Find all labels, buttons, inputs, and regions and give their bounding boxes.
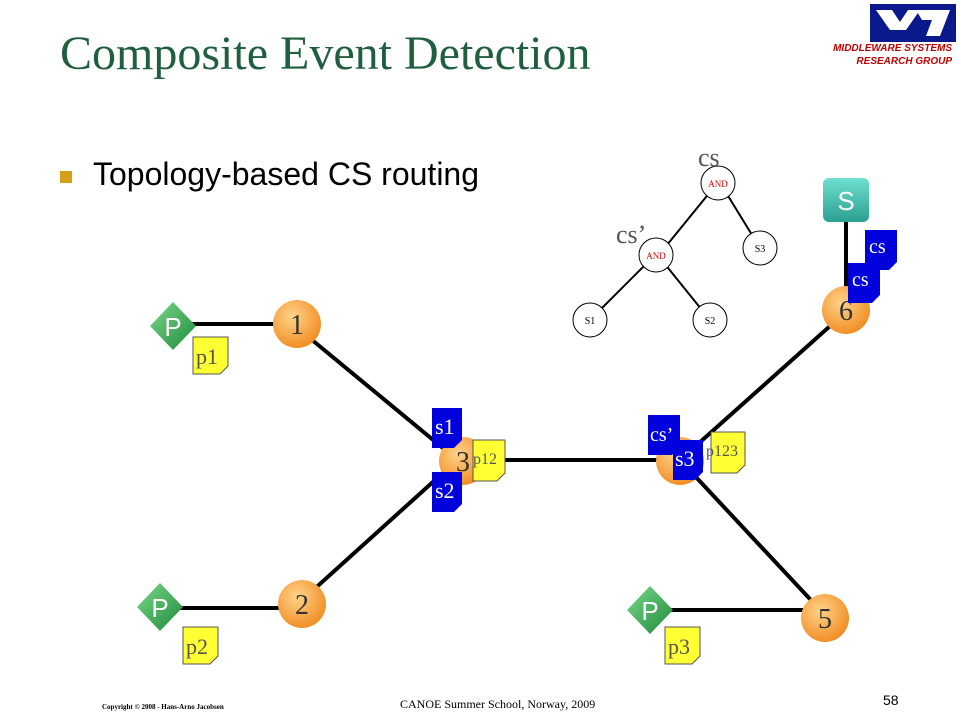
note-s1-label: s1 — [435, 414, 455, 439]
tree-leaf-s3 — [742, 230, 778, 266]
broker-node-1-label: 1 — [290, 310, 304, 341]
network-links — [160, 200, 850, 615]
note-p123 — [710, 431, 746, 474]
subscriber: S — [823, 178, 869, 222]
note-cs-prime — [648, 415, 680, 455]
subscription-notes: s1 s2 cs’ s3 cs cs — [432, 230, 897, 512]
note-cs-prime-label: cs’ — [650, 424, 673, 446]
publisher-bottom-left-label: P — [151, 593, 168, 623]
publication-notes: p1 p2 p3 p12 p123 — [182, 336, 746, 665]
logo-caption: MIDDLEWARE SYSTEMS RESEARCH GROUP — [833, 42, 952, 68]
tree-sub-op: AND — [646, 251, 666, 261]
tree-sub-and-node — [638, 237, 674, 273]
page-number: 58 — [883, 692, 899, 708]
footer-copyright: Copyright © 2008 - Hans-Arno Jacobsen — [102, 703, 224, 711]
tree-root-label: cs — [698, 143, 720, 172]
note-p3-label: p3 — [668, 634, 690, 659]
note-cs-upper-label: cs — [869, 236, 886, 258]
logo-line-2: RESEARCH GROUP — [856, 56, 952, 67]
link-node4-node5 — [678, 458, 825, 615]
note-cs-upper — [865, 230, 897, 270]
note-p2 — [182, 626, 219, 665]
broker-node-5 — [801, 594, 849, 642]
note-cs-lower-label: cs — [852, 269, 869, 291]
tree-root-op: AND — [708, 179, 728, 189]
research-group-logo — [870, 4, 956, 42]
subscriber-box — [823, 178, 869, 222]
publisher-top-label: P — [164, 312, 181, 342]
note-s3 — [673, 440, 703, 480]
slide-title: Composite Event Detection — [60, 27, 591, 80]
note-s3-label: s3 — [675, 446, 695, 471]
footer-event: CANOE Summer School, Norway, 2009 — [400, 697, 596, 711]
tree-leaf-s1 — [572, 302, 608, 338]
bullet-marker — [60, 171, 72, 183]
publisher-bottom-left — [137, 583, 183, 631]
note-p1-label: p1 — [196, 344, 218, 369]
tree-leaf-s2 — [692, 302, 728, 338]
publisher-bottom-right — [627, 586, 673, 634]
note-cs-lower — [848, 263, 880, 303]
note-p2-label: p2 — [186, 634, 208, 659]
link-node2-node3 — [298, 460, 457, 604]
link-node4-node6 — [678, 308, 850, 462]
subscriber-label: S — [837, 186, 854, 216]
publisher-top — [150, 302, 196, 350]
broker-nodes: 1 2 3 5 6 — [273, 286, 870, 642]
tree-leaf-s3-label: S3 — [755, 244, 766, 255]
note-s2 — [432, 472, 462, 512]
tree-leaf-s1-label: S1 — [585, 316, 596, 327]
link-node1-node3 — [298, 328, 457, 460]
composite-subscription-tree: AND AND S3 S1 S2 cs cs’ — [572, 143, 778, 338]
broker-node-6-label: 6 — [839, 296, 853, 327]
note-s1 — [432, 408, 462, 448]
broker-node-1 — [273, 300, 321, 348]
note-p12 — [472, 439, 506, 482]
note-p12-label: p12 — [473, 451, 497, 468]
note-s2-label: s2 — [435, 478, 455, 503]
note-p3 — [664, 626, 701, 665]
tree-root-and-node — [700, 165, 736, 201]
logo-line-1: MIDDLEWARE SYSTEMS — [833, 43, 952, 54]
bullet-text: Topology-based CS routing — [93, 156, 480, 192]
broker-node-2 — [278, 580, 326, 628]
note-p1 — [192, 336, 229, 375]
note-p123-label: p123 — [706, 443, 738, 460]
tree-leaf-s2-label: S2 — [705, 316, 716, 327]
tree-sub-label: cs’ — [616, 220, 646, 249]
publishers: P P P — [137, 302, 673, 634]
broker-node-2-label: 2 — [295, 590, 309, 621]
broker-node-3-label: 3 — [456, 447, 470, 478]
publisher-bottom-right-label: P — [641, 596, 658, 626]
broker-node-5-label: 5 — [818, 604, 832, 635]
